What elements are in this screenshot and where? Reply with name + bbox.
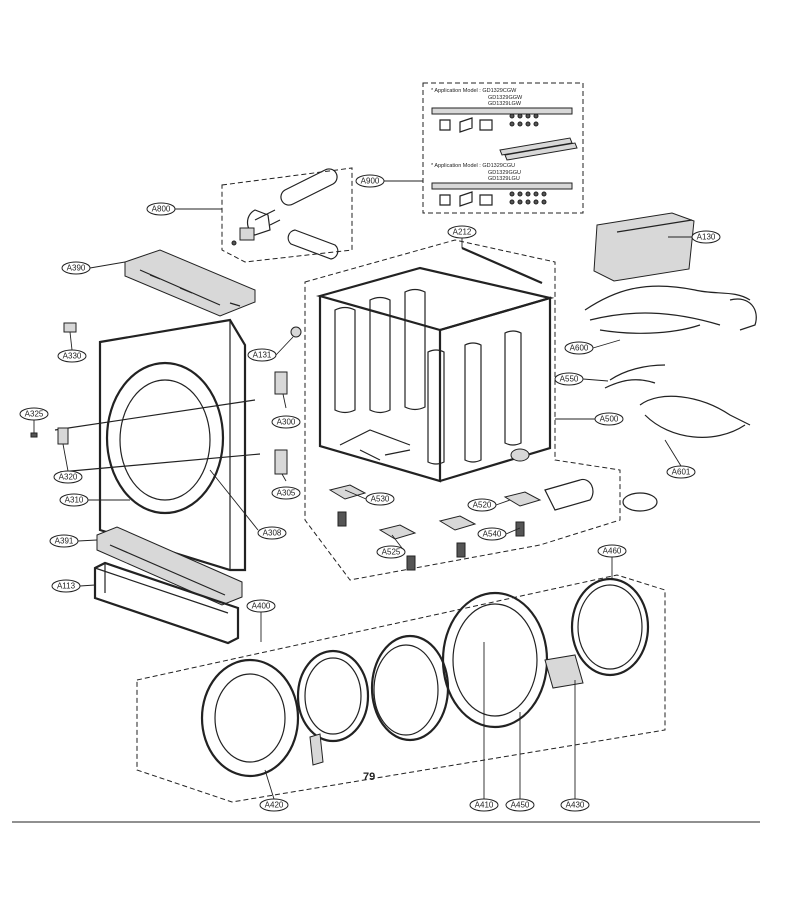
duct-kit-boundary	[221, 167, 353, 263]
label-A530: A530	[365, 492, 395, 506]
label-A410: A410	[469, 798, 499, 812]
svg-text:A600: A600	[570, 344, 589, 353]
label-A212: A212	[447, 225, 477, 239]
svg-text:A113: A113	[57, 582, 76, 591]
label-A600: A600	[564, 341, 594, 355]
leader-lines	[33, 180, 692, 800]
label-A500: A500	[594, 412, 624, 426]
inset-kit-box	[422, 82, 584, 214]
feet-and-brackets	[328, 484, 542, 571]
svg-text:A305: A305	[277, 489, 296, 498]
svg-text:A300: A300	[277, 418, 296, 427]
inset-note-1-model-a: GD1329GGW	[488, 95, 523, 101]
label-A325: A325	[19, 407, 49, 421]
svg-text:A420: A420	[265, 801, 284, 810]
control-bracket-part	[124, 249, 256, 317]
label-A460: A460	[597, 544, 627, 558]
label-A130: A130	[691, 230, 721, 244]
label-A305: A305	[271, 486, 301, 500]
cabinet-assembly-boundary	[304, 239, 621, 581]
svg-text:A430: A430	[566, 801, 585, 810]
page-number: 79	[363, 771, 375, 783]
label-A900: A900	[355, 174, 385, 188]
label-A430: A430	[560, 798, 590, 812]
svg-text:A900: A900	[361, 177, 380, 186]
svg-text:A540: A540	[483, 530, 502, 539]
label-A320: A320	[53, 470, 83, 484]
front-panel-part	[54, 318, 261, 572]
svg-text:A525: A525	[382, 548, 401, 557]
label-A391: A391	[49, 534, 79, 548]
label-A800: A800	[146, 202, 176, 216]
label-A113: A113	[51, 579, 81, 593]
svg-text:A391: A391	[55, 537, 74, 546]
label-A390: A390	[61, 261, 91, 275]
door-assembly-boundary	[136, 574, 666, 803]
svg-text:A520: A520	[473, 501, 492, 510]
label-A525: A525	[376, 545, 406, 559]
svg-text:A550: A550	[560, 375, 579, 384]
label-A308: A308	[257, 526, 287, 540]
svg-text:A325: A325	[25, 410, 44, 419]
label-A601: A601	[666, 465, 696, 479]
svg-text:A800: A800	[152, 205, 171, 214]
base-parts	[93, 526, 243, 645]
label-A520: A520	[467, 498, 497, 512]
svg-text:A310: A310	[65, 496, 84, 505]
label-A131: A131	[247, 348, 277, 362]
svg-text:A410: A410	[475, 801, 494, 810]
cabinet-part	[315, 246, 555, 483]
svg-text:A400: A400	[252, 602, 271, 611]
label-A330: A330	[57, 349, 87, 363]
inset-note-1: * Application Model : GD1329CGW	[431, 88, 517, 94]
svg-text:A601: A601	[672, 468, 691, 477]
svg-text:A320: A320	[59, 473, 78, 482]
svg-text:A330: A330	[63, 352, 82, 361]
svg-text:A450: A450	[511, 801, 530, 810]
label-A420: A420	[259, 798, 289, 812]
label-A450: A450	[505, 798, 535, 812]
right-side-parts	[544, 212, 757, 512]
svg-text:A130: A130	[697, 233, 716, 242]
label-A540: A540	[477, 527, 507, 541]
svg-text:A390: A390	[67, 264, 86, 273]
label-A300: A300	[271, 415, 301, 429]
label-A400: A400	[246, 599, 276, 613]
label-A550: A550	[554, 372, 584, 386]
svg-text:A500: A500	[600, 415, 619, 424]
svg-text:A460: A460	[603, 547, 622, 556]
inset-note-2: * Application Model : GD1329CGU	[431, 163, 515, 169]
inset-note-1-model-b: GD1329LGW	[488, 101, 522, 107]
label-A310: A310	[59, 493, 89, 507]
inset-note-2-model-a: GD1329GGU	[488, 170, 521, 176]
svg-text:A212: A212	[453, 228, 472, 237]
door-parts	[200, 577, 650, 778]
duct-kit-part	[231, 168, 339, 260]
inset-note-2-model-b: GD1329LGU	[488, 176, 520, 182]
inset-kit-parts: * Application Model : GD1329CGW GD1329GG…	[431, 88, 578, 207]
svg-text:A308: A308	[263, 529, 282, 538]
svg-text:A131: A131	[253, 351, 272, 360]
svg-text:A530: A530	[371, 495, 390, 504]
